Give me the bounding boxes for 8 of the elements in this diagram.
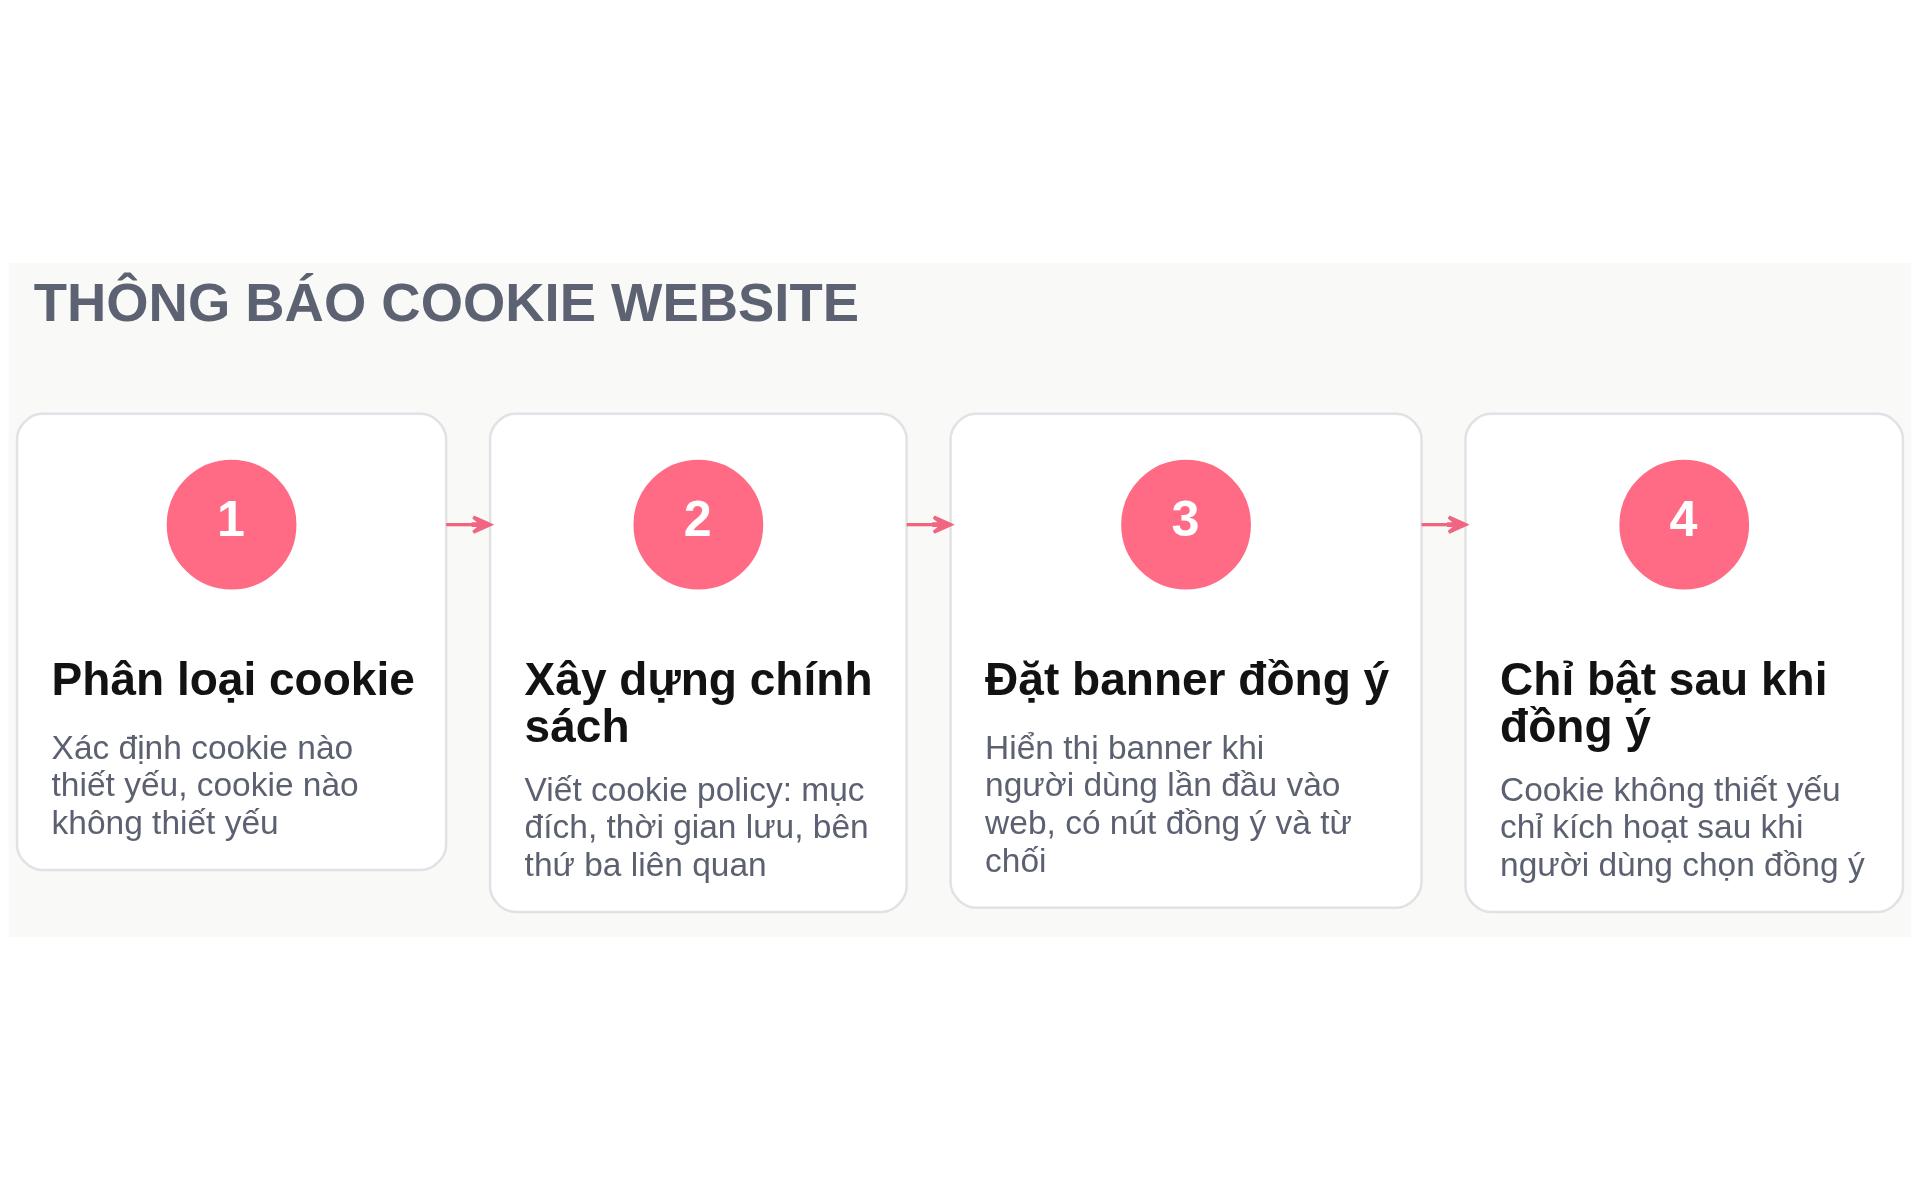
arrow xyxy=(1421,515,1468,534)
node-circle: 1 xyxy=(166,459,297,590)
node-circle: 3 xyxy=(1121,459,1251,590)
diagram-title: THÔNG BÁO COOKIE WEBSITE xyxy=(33,272,859,334)
node-circle: 4 xyxy=(1619,459,1750,590)
arrow xyxy=(906,515,953,534)
node-circle: 2 xyxy=(633,459,764,590)
arrow xyxy=(446,515,492,534)
